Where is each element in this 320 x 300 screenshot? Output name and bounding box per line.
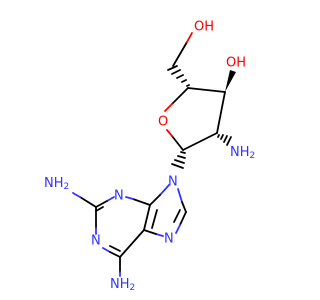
bond-c4-c5 bbox=[143, 204, 151, 231]
bond-c5-ch2 bbox=[172, 41, 188, 67]
bond-n9-c8 bbox=[177, 188, 183, 203]
bond-c1-n9-hashed bbox=[171, 151, 186, 169]
bond-c3-c2 bbox=[216, 91, 226, 134]
bond-n7-c5 bbox=[155, 233, 164, 237]
bond-c1-oring-o bbox=[166, 129, 173, 137]
bond-c4-c3 bbox=[187, 87, 226, 93]
bond-c4-c5-hashed bbox=[167, 65, 190, 87]
bond-n7-c5-c bbox=[143, 229, 157, 235]
bond-c8-n7-double bbox=[173, 209, 181, 223]
bond-n3-c2 bbox=[106, 196, 115, 202]
atom-n7: N bbox=[164, 232, 174, 247]
bond-c4-oring bbox=[171, 87, 189, 105]
bond-c8-n7 bbox=[179, 211, 187, 226]
bond-c8-n9-c bbox=[181, 201, 187, 213]
bond-c3-oh-wedge bbox=[225, 70, 236, 92]
bond-c4-c5-double bbox=[151, 209, 158, 229]
bond-c4-n3 bbox=[132, 198, 151, 206]
bond-c4-n9-c bbox=[149, 194, 161, 206]
bond-c1-oring bbox=[171, 135, 184, 151]
atom-n1: N bbox=[91, 234, 101, 249]
atom-n9: N bbox=[168, 175, 178, 190]
bond-c8-n7-n bbox=[175, 224, 181, 234]
bond-n1-c6 bbox=[102, 247, 111, 253]
bond-c2-nh2-n bbox=[72, 192, 81, 198]
bond-c2-c1 bbox=[182, 132, 218, 151]
bond-n9-c4 bbox=[159, 184, 170, 196]
atom-n3: N bbox=[114, 189, 124, 204]
bond-c4-oring-o bbox=[164, 103, 173, 112]
bond-n3-c2-double bbox=[95, 206, 104, 212]
bond-c2-nh2-hashed bbox=[217, 134, 232, 146]
atom-nh2-left: NH2 bbox=[44, 176, 69, 193]
atom-oh-ring: OH bbox=[226, 56, 246, 71]
atom-nh2-sugar: NH2 bbox=[230, 145, 255, 162]
molecule-diagram: OH OH O NH2 N N N N NH2 NH2 bbox=[44, 20, 255, 294]
atom-oh-top: OH bbox=[194, 20, 214, 35]
bond-ch2-oh bbox=[186, 32, 193, 43]
bond-c6-c5 bbox=[119, 229, 145, 258]
atom-o-ring: O bbox=[158, 115, 168, 130]
structure-svg: OH OH O NH2 N N N N NH2 NH2 bbox=[44, 20, 255, 294]
bond-n3-c2-c bbox=[95, 200, 108, 208]
bond-c4-n3-n bbox=[125, 196, 134, 200]
atom-nh2-bottom: NH2 bbox=[110, 277, 135, 294]
bond-n1-c6-double bbox=[109, 245, 121, 252]
bond-c2-nh2 bbox=[79, 196, 97, 208]
bond-n1-c6-c bbox=[109, 251, 121, 258]
